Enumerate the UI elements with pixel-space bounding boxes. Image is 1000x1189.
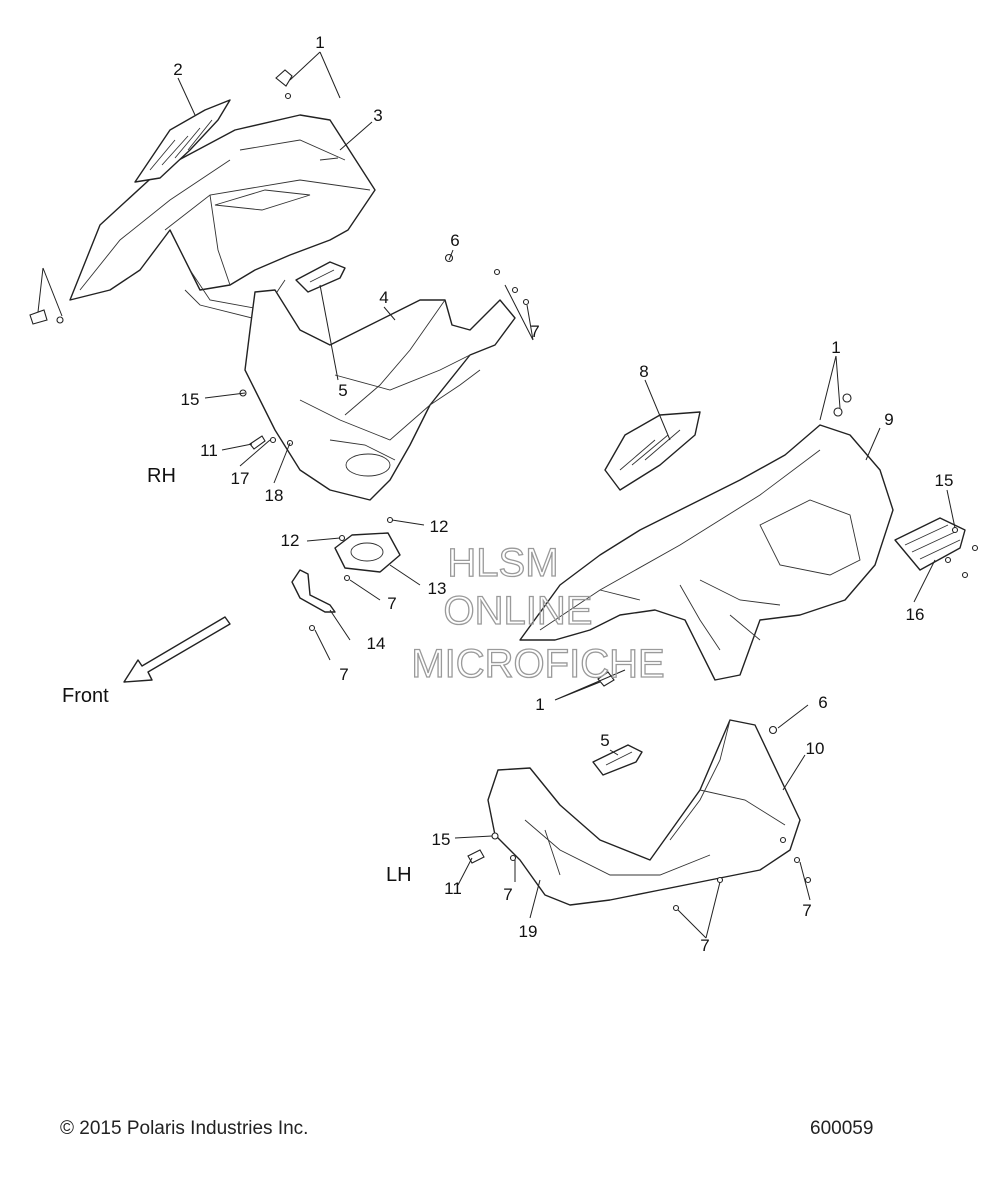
front-arrow	[123, 616, 231, 683]
callout-14: 14	[367, 634, 386, 653]
callout-18: 18	[265, 486, 284, 505]
callout-7d: 7	[503, 885, 512, 904]
callout-6b: 6	[818, 693, 827, 712]
part-4-rh-lower-panel	[244, 289, 516, 501]
watermark-line-1: HLSM	[447, 541, 558, 585]
callout-17: 17	[231, 469, 250, 488]
diagram-id: 600059	[810, 1118, 873, 1139]
callout-7b: 7	[387, 594, 396, 613]
leader-lines	[37, 51, 956, 939]
part-13-speaker-bezel	[334, 532, 401, 573]
watermark: HLSM ONLINE MICROFICHE	[411, 540, 666, 686]
callout-3: 3	[373, 106, 382, 125]
callout-5b: 5	[600, 731, 609, 750]
callout-1c: 1	[535, 695, 544, 714]
front-label: Front	[62, 685, 109, 707]
callout-5: 5	[338, 381, 347, 400]
part-9-lh-upper-hood	[519, 424, 894, 681]
callout-6: 6	[450, 231, 459, 250]
callout-4: 4	[379, 288, 388, 307]
callout-15c: 15	[432, 830, 451, 849]
part-5-handle-lh	[592, 744, 643, 776]
callout-11b: 11	[444, 879, 462, 898]
fasteners	[29, 69, 979, 912]
part-14-bracket	[291, 569, 336, 613]
callout-13: 13	[428, 579, 447, 598]
callout-1b: 1	[831, 338, 840, 357]
rh-label: RH	[147, 465, 176, 487]
callout-1: 1	[315, 33, 324, 52]
lh-label: LH	[386, 864, 412, 886]
watermark-line-3: MICROFICHE	[411, 642, 664, 686]
callout-7e: 7	[802, 901, 811, 920]
callout-10: 10	[806, 739, 825, 758]
watermark-line-2: ONLINE	[444, 589, 593, 633]
callout-16: 16	[906, 605, 925, 624]
part-2-vent-grille	[134, 99, 231, 183]
callout-9: 9	[884, 410, 893, 429]
callout-7: 7	[530, 322, 539, 341]
part-8-vent	[604, 411, 701, 491]
part-16-small-vent	[894, 517, 966, 571]
callout-15: 15	[181, 390, 200, 409]
callout-7f: 7	[700, 936, 709, 955]
callout-8: 8	[639, 362, 648, 381]
callout-19: 19	[519, 922, 538, 941]
callout-15b: 15	[935, 471, 954, 490]
part-5-handle-rh	[295, 261, 346, 293]
callout-11: 11	[200, 441, 218, 460]
part-10-lh-lower-panel	[487, 719, 801, 906]
callout-2: 2	[173, 60, 182, 79]
part-3-upper-hood	[69, 114, 376, 321]
callout-numbers: 1 2 3 6 4 7 5 15 11 17 18 8 1 9 15 12 12…	[173, 33, 953, 955]
copyright-text: © 2015 Polaris Industries Inc.	[60, 1118, 308, 1139]
callout-12a: 12	[430, 517, 449, 536]
callout-12b: 12	[281, 531, 300, 550]
callout-7c: 7	[339, 665, 348, 684]
